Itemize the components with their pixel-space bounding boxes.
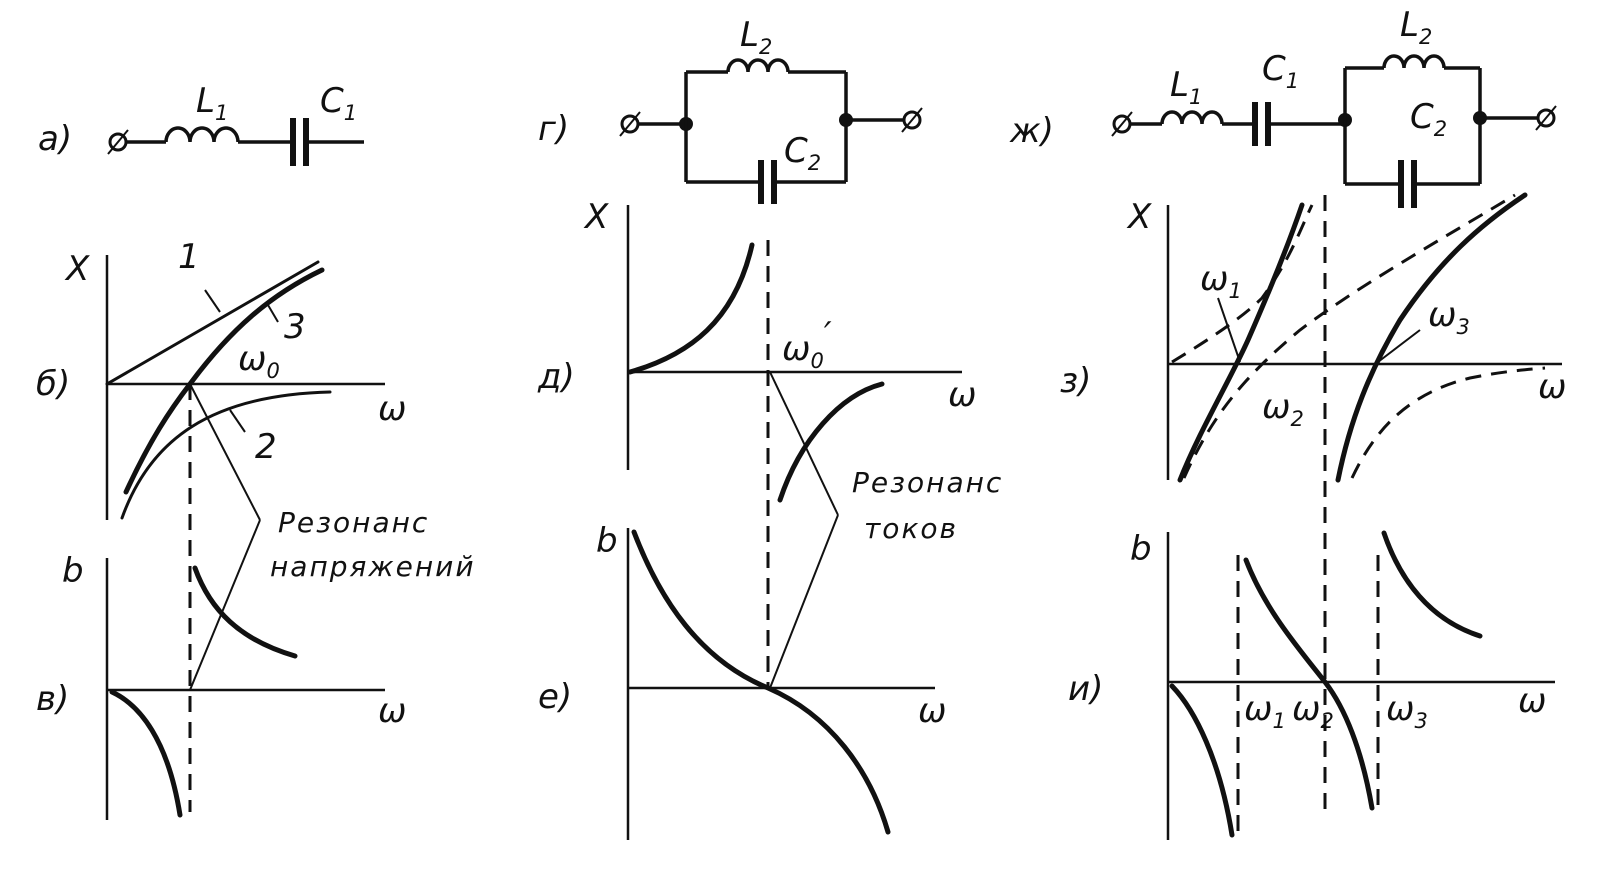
curve-total-branch-2 — [1335, 192, 1528, 483]
current-resonance-line2: токов — [864, 512, 958, 545]
curve-b-parallel — [631, 529, 891, 835]
axis-label-omega: ω — [378, 691, 406, 731]
label-c2: C2 — [784, 131, 821, 175]
axis-label-b: b — [596, 521, 618, 561]
label-w1: ω1 — [1200, 259, 1242, 303]
curve-dashed-parallel-low — [1182, 193, 1516, 479]
circuit-combined: ж) L1 C1 L2 C2 — [1009, 5, 1557, 208]
label-w1: ω1 — [1244, 689, 1286, 733]
axis-label-b: b — [1130, 529, 1152, 569]
curve-x-inductive-branch — [627, 242, 755, 375]
axis-label-omega: ω — [1518, 681, 1546, 721]
curve-x-capacitive-branch — [777, 381, 885, 503]
curve-b-branch-3 — [1381, 530, 1483, 639]
plot-series-susceptance: в) b ω — [36, 551, 406, 820]
plot-series-reactance: б) X ω 1 3 2 ω0 — [36, 237, 406, 812]
panel-label-a: а) — [38, 119, 72, 159]
panel-label-i: и) — [1068, 669, 1103, 709]
panel-label-d: д) — [537, 357, 575, 397]
curve-label-1: 1 — [178, 237, 200, 277]
panel-label-g: г) — [538, 109, 569, 149]
inductor-l2 — [726, 58, 790, 73]
curve-dashed-series — [1171, 204, 1314, 364]
voltage-resonance-line2: напряжений — [270, 550, 476, 583]
curve-b-below — [109, 689, 183, 818]
curve-label-2: 2 — [255, 427, 277, 467]
curve-2-capacitive — [120, 390, 332, 520]
axis-label-x: X — [64, 249, 90, 289]
label-w3: ω3 — [1428, 295, 1470, 339]
annotation-current-resonance: Резонанс токов — [769, 371, 1003, 689]
current-resonance-line1: Резонанс — [852, 466, 1003, 499]
resonance-label-w0-prime: ω0′ — [782, 315, 832, 373]
voltage-resonance-line1: Резонанс — [278, 506, 429, 539]
inductor-l1 — [1160, 110, 1224, 125]
panel-label-v: в) — [36, 679, 69, 719]
circuit-parallel-lc: г) L2 C2 — [538, 15, 923, 204]
axis-label-x: X — [583, 197, 609, 237]
axis-label-omega: ω — [918, 691, 946, 731]
curve-dashed-parallel-high — [1350, 366, 1546, 479]
curve-label-3: 3 — [284, 307, 306, 347]
axis-label-b: b — [62, 551, 84, 591]
panel-label-e: е) — [538, 677, 572, 717]
inductor-l1 — [164, 126, 240, 143]
resonance-label-w0: ω0 — [238, 339, 280, 383]
curve-b-above — [192, 565, 298, 659]
label-l2: L2 — [740, 15, 772, 59]
annotation-voltage-resonance: Резонанс напряжений — [189, 383, 476, 691]
label-w3: ω3 — [1386, 689, 1428, 733]
label-w2: ω2 — [1262, 387, 1304, 431]
curve-b-branch-2 — [1243, 557, 1375, 811]
plot-combined-reactance: з) X ω ω1 ω2 ω3 — [1060, 192, 1566, 812]
panel-label-z: з) — [1060, 361, 1091, 401]
plot-combined-susceptance: и) b ω ω1 ω2 ω3 — [1068, 529, 1555, 840]
curve-b-branch-1 — [1169, 683, 1235, 838]
inductor-l2 — [1382, 54, 1446, 69]
axis-label-omega: ω — [1538, 367, 1566, 407]
curve-total-branch-1 — [1177, 202, 1305, 483]
label-l1: L1 — [1170, 65, 1202, 109]
label-w2: ω2 — [1292, 689, 1334, 733]
label-c1: C1 — [320, 81, 357, 125]
label-c2: C2 — [1410, 97, 1447, 141]
label-l2: L2 — [1400, 5, 1432, 49]
axis-label-omega: ω — [378, 389, 406, 429]
axis-label-x: X — [1126, 197, 1152, 237]
label-l1: L1 — [196, 81, 228, 125]
panel-label-b: б) — [36, 364, 70, 404]
plot-parallel-reactance: д) X ω ω0′ — [537, 197, 976, 690]
circuit-series-lc: а) L1 C1 — [38, 81, 364, 166]
plot-parallel-susceptance: е) b ω — [538, 521, 946, 840]
axis-label-omega: ω — [948, 375, 976, 415]
curve-3-total — [123, 267, 325, 495]
panel-label-zh: ж) — [1009, 111, 1054, 151]
label-c1: C1 — [1262, 49, 1299, 93]
curve-1-inductive — [105, 260, 320, 386]
